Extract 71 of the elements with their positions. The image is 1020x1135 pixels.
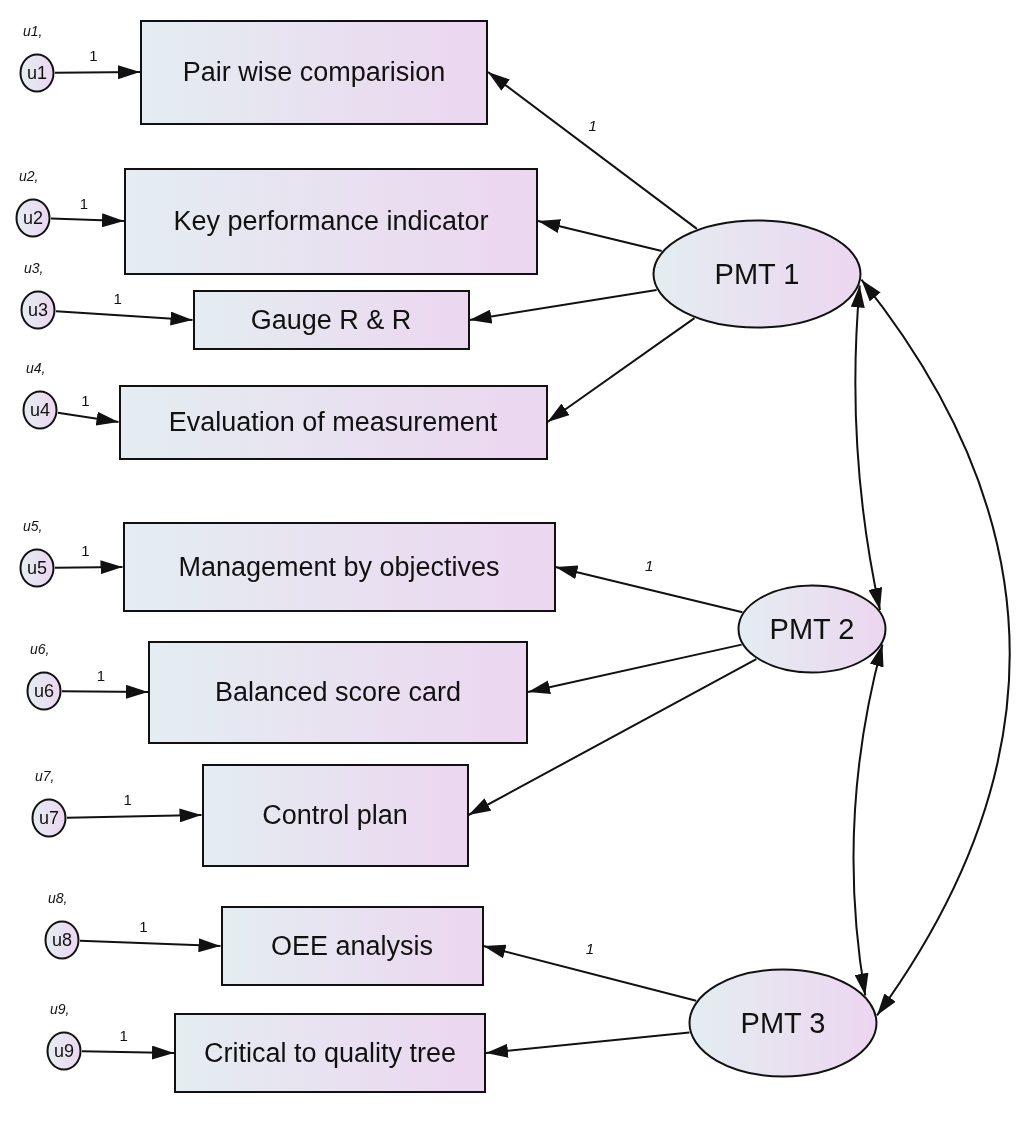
variable-label: u1 bbox=[27, 62, 47, 84]
indicator-label: Critical to quality tree bbox=[203, 1037, 457, 1069]
indicator-box bbox=[122, 522, 556, 612]
variable-label: PMT 2 bbox=[769, 612, 855, 646]
variable-label: u8 bbox=[52, 929, 72, 951]
edge-label: 1 bbox=[138, 919, 149, 935]
variable-label: u5 bbox=[27, 557, 47, 579]
latent-variable-ellipse bbox=[652, 219, 862, 329]
arrow bbox=[54, 310, 194, 326]
arrow bbox=[81, 1045, 175, 1060]
edge-label: 1 bbox=[587, 118, 598, 134]
edge-label: 1 bbox=[122, 792, 133, 808]
variable-label: PMT 1 bbox=[714, 257, 800, 291]
covariance-arrow bbox=[851, 284, 883, 611]
arrow bbox=[61, 684, 149, 699]
variable-label: u3 bbox=[28, 299, 48, 321]
edge-label: 1 bbox=[88, 48, 99, 64]
indicator-label: Balanced score card bbox=[214, 676, 462, 708]
variable-label: u9 bbox=[54, 1040, 74, 1062]
error-label: u6, bbox=[30, 641, 50, 657]
edge-label: 1 bbox=[118, 1028, 129, 1044]
indicator-label: Management by objectives bbox=[178, 551, 500, 583]
variable-label: u6 bbox=[34, 680, 54, 702]
arrow bbox=[50, 213, 125, 228]
arrow bbox=[79, 938, 222, 953]
arrow bbox=[485, 1031, 691, 1058]
indicator-label: OEE analysis bbox=[270, 930, 434, 962]
variable-label: u4 bbox=[30, 399, 50, 421]
arrow bbox=[487, 71, 698, 230]
indicator-label: Pair wise comparision bbox=[182, 56, 446, 88]
arrow bbox=[467, 658, 758, 816]
edge-label: 1 bbox=[80, 543, 91, 559]
indicator-box bbox=[148, 640, 528, 744]
indicator-box bbox=[174, 1013, 486, 1093]
edge-label: 1 bbox=[584, 941, 596, 957]
indicator-label: Evaluation of measurement bbox=[168, 406, 498, 438]
arrow bbox=[546, 317, 696, 423]
error-label: u8, bbox=[48, 890, 68, 906]
indicator-box bbox=[124, 167, 538, 275]
error-label: u5, bbox=[23, 518, 43, 534]
indicator-label: Key performance indicator bbox=[173, 205, 489, 237]
indicator-box bbox=[192, 290, 470, 350]
indicator-box bbox=[220, 906, 484, 986]
arrow bbox=[56, 411, 120, 426]
variable-label: u7 bbox=[39, 807, 59, 829]
error-label: u1, bbox=[23, 23, 43, 39]
arrow bbox=[54, 560, 124, 575]
covariance-arrow bbox=[852, 643, 884, 997]
variable-label: u2 bbox=[23, 207, 43, 229]
error-label: u4, bbox=[26, 360, 46, 376]
latent-variable-ellipse bbox=[688, 968, 878, 1078]
indicator-label: Gauge R & R bbox=[250, 304, 412, 336]
error-label: u7, bbox=[35, 768, 55, 784]
arrow bbox=[468, 289, 658, 324]
error-label: u3, bbox=[24, 260, 44, 276]
indicator-label: Control plan bbox=[262, 799, 408, 831]
arrow bbox=[537, 219, 663, 252]
arrow bbox=[482, 944, 698, 1002]
error-label: u2, bbox=[19, 168, 39, 184]
variable-label: PMT 3 bbox=[740, 1006, 826, 1040]
arrow bbox=[527, 643, 743, 695]
indicator-box bbox=[118, 384, 548, 460]
error-label: u9, bbox=[50, 1001, 70, 1017]
arrow bbox=[54, 65, 141, 80]
covariance-arrow bbox=[860, 278, 1011, 1017]
latent-variable-ellipse bbox=[737, 584, 887, 674]
indicator-box bbox=[140, 19, 488, 125]
arrow bbox=[66, 808, 203, 823]
indicator-box bbox=[201, 763, 469, 867]
arrow bbox=[554, 565, 744, 614]
edge-label: 1 bbox=[112, 291, 123, 307]
